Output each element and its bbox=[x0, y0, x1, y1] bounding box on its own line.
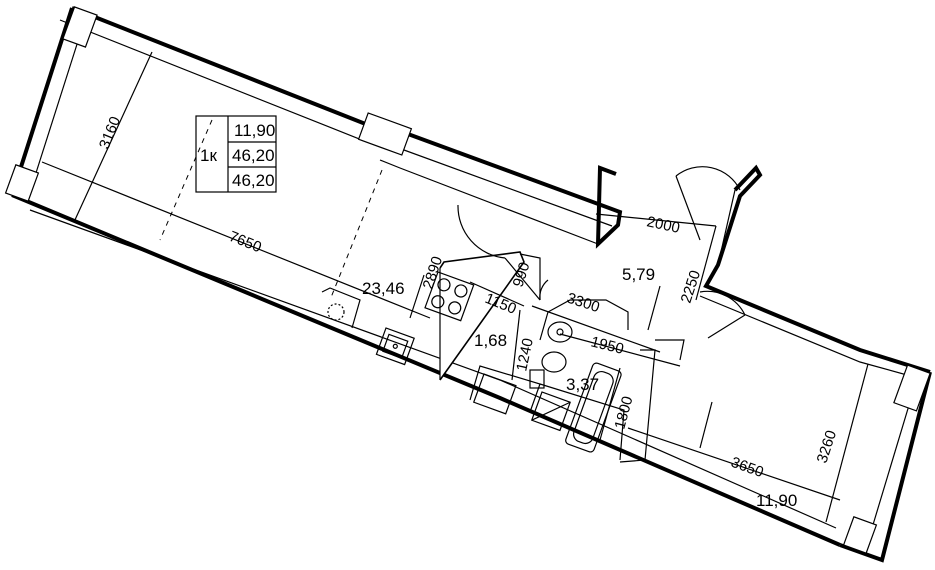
dim-1240: 1240 bbox=[513, 337, 537, 373]
shower-tray-icon bbox=[530, 391, 571, 432]
total-area-value-2: 46,20 bbox=[232, 171, 275, 190]
room-areas: 23,46 5,79 1,68 3,37 11,90 bbox=[362, 265, 797, 510]
toilet-icon bbox=[529, 351, 567, 389]
doors bbox=[457, 166, 746, 449]
kitchen-counter bbox=[321, 287, 361, 329]
dim-7650: 7650 bbox=[227, 228, 264, 256]
dim-990: 990 bbox=[510, 260, 534, 289]
dim-3160: 3160 bbox=[96, 114, 124, 151]
dim-3300: 3300 bbox=[565, 290, 602, 316]
washbasin-icon bbox=[547, 321, 573, 343]
rooms-label: 1к bbox=[200, 146, 217, 165]
total-area-value: 46,20 bbox=[232, 146, 275, 165]
fixtures bbox=[321, 271, 622, 453]
wc-area: 1,68 bbox=[474, 331, 507, 350]
hall-area: 5,79 bbox=[622, 265, 655, 284]
washer-icon bbox=[472, 373, 517, 415]
wall-blocks bbox=[4, 6, 931, 554]
interior-walls bbox=[439, 179, 736, 463]
summary-table: 11,90 1к 46,20 46,20 bbox=[195, 115, 277, 193]
dim-3650: 3650 bbox=[729, 454, 766, 481]
dimension-lines bbox=[41, 51, 869, 523]
living-area-value: 11,90 bbox=[234, 121, 275, 140]
dim-2000: 2000 bbox=[645, 213, 681, 237]
dim-3260: 3260 bbox=[814, 428, 840, 465]
bedroom-area: 11,90 bbox=[756, 491, 797, 510]
sink-icon bbox=[375, 327, 415, 366]
dim-1800: 1800 bbox=[611, 394, 636, 431]
stove-icon bbox=[424, 271, 475, 322]
kitchen-living-area: 23,46 bbox=[362, 279, 405, 298]
bath-area: 3,37 bbox=[566, 375, 599, 394]
